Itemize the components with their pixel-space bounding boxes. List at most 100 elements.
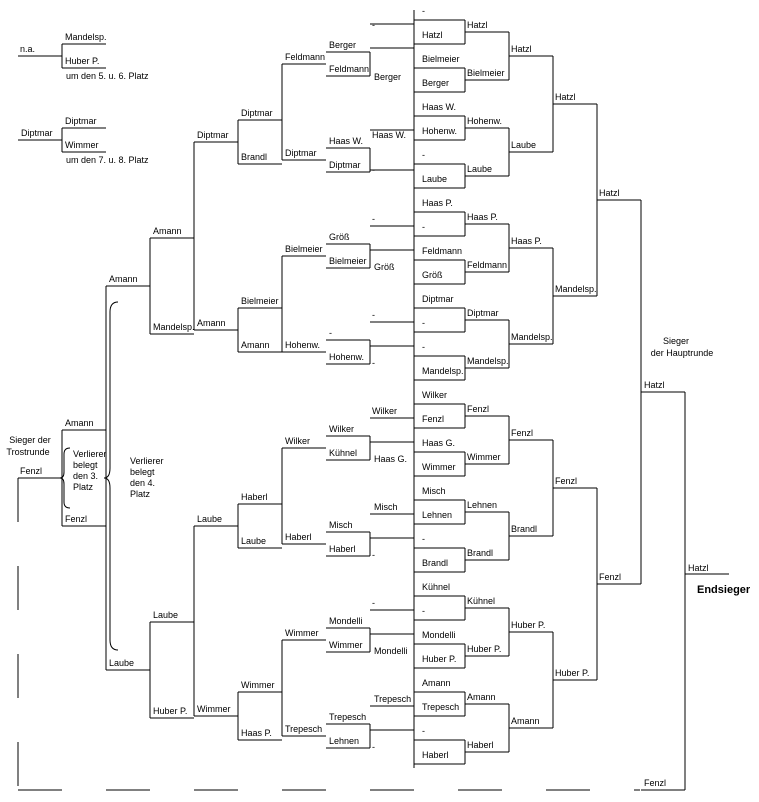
losers-r2-name: Wimmer bbox=[329, 640, 363, 650]
winners-r1-name: Mondelli bbox=[422, 630, 456, 640]
losers-r4-name: Haberl bbox=[241, 492, 268, 502]
winners-r1-name: Haas G. bbox=[422, 438, 455, 448]
winners-r1-name: - bbox=[422, 726, 425, 736]
winners-r2-name: Laube bbox=[467, 164, 492, 174]
losers-r2-name: Diptmar bbox=[329, 160, 361, 170]
winners-r1-name: - bbox=[422, 150, 425, 160]
losers-r3-name: Trepesch bbox=[285, 724, 322, 734]
losers-r1-name: Größ bbox=[374, 262, 395, 272]
winners-r3-name: Huber P. bbox=[511, 620, 545, 630]
losers-r3-name: Feldmann bbox=[285, 52, 325, 62]
winners-r3-name: Mandelsp. bbox=[511, 332, 553, 342]
winners-r1-name: Brandl bbox=[422, 558, 448, 568]
winners-r1-name: Trepesch bbox=[422, 702, 459, 712]
losers-r3-name: Hohenw. bbox=[285, 340, 320, 350]
losers-r3-name: Bielmeier bbox=[285, 244, 323, 254]
winners-r1-name: - bbox=[422, 342, 425, 352]
winners-r2-name: Haas P. bbox=[467, 212, 498, 222]
brace-3rd-place bbox=[59, 447, 71, 509]
winners-r1-name: Wilker bbox=[422, 390, 447, 400]
losers-r2-name: Feldmann bbox=[329, 64, 369, 74]
endsieger-label: Endsieger bbox=[697, 584, 751, 596]
losers-r4-name: Amann bbox=[241, 340, 270, 350]
winners-r1-name: Laube bbox=[422, 174, 447, 184]
losers-r1-name: Trepesch bbox=[374, 694, 411, 704]
trostrunde-winner-final-name: Fenzl bbox=[644, 778, 666, 788]
losers-r4-name: Bielmeier bbox=[241, 296, 279, 306]
losers-r1-name: Haas W. bbox=[372, 130, 406, 140]
winners-r2-name: Bielmeier bbox=[467, 68, 505, 78]
winners-r1-name: - bbox=[422, 318, 425, 328]
losers-r1-name: - bbox=[372, 550, 375, 560]
losers-r1-name: Haas G. bbox=[374, 454, 407, 464]
placement-top-name: Diptmar bbox=[65, 116, 97, 126]
losers-r1-name: Misch bbox=[374, 502, 398, 512]
placement-caption: um den 5. u. 6. Platz bbox=[66, 71, 149, 81]
winners-r2-name: Amann bbox=[467, 692, 496, 702]
losers-r7-name: Amann bbox=[109, 274, 138, 284]
losers-r5-name: Wimmer bbox=[197, 704, 231, 714]
winners-r2-name: Hatzl bbox=[467, 20, 488, 30]
winners-r1-name: Feldmann bbox=[422, 246, 462, 256]
losers-r6-name: Mandelsp. bbox=[153, 322, 195, 332]
winners-r1-name: - bbox=[422, 534, 425, 544]
winners-r2-name: Feldmann bbox=[467, 260, 507, 270]
losers-r6-name: Amann bbox=[153, 226, 182, 236]
losers-r1-name: - bbox=[372, 598, 375, 608]
losers-r2-name: Misch bbox=[329, 520, 353, 530]
losers-r1-name: - bbox=[372, 165, 375, 175]
winners-r4-name: Hatzl bbox=[555, 92, 576, 102]
losers-r5-name: Laube bbox=[197, 514, 222, 524]
placement-bottom-name: Wimmer bbox=[65, 140, 99, 150]
losers-r3-name: Wilker bbox=[285, 436, 310, 446]
losers-r1-name: - bbox=[372, 20, 375, 30]
brace-4th-place bbox=[103, 301, 119, 651]
losers-r2-name: Größ bbox=[329, 232, 350, 242]
placement-left-name: n.a. bbox=[20, 44, 35, 54]
losers-r1-name: Mondelli bbox=[374, 646, 408, 656]
losers-r4-name: Wimmer bbox=[241, 680, 275, 690]
winners-r1-name: Huber P. bbox=[422, 654, 456, 664]
winners-r1-name: Mandelsp. bbox=[422, 366, 464, 376]
losers-r4-name: Laube bbox=[241, 536, 266, 546]
winners-r1-name: Haas W. bbox=[422, 102, 456, 112]
losers-r8-name: Amann bbox=[65, 418, 94, 428]
winners-r2-name: Mandelsp. bbox=[467, 356, 509, 366]
losers-r8-name: Fenzl bbox=[65, 514, 87, 524]
final-winner-name: Hatzl bbox=[688, 563, 709, 573]
losers-r2-name: Mondelli bbox=[329, 616, 363, 626]
winners-r3-name: Haas P. bbox=[511, 236, 542, 246]
losers-r4-name: Haas P. bbox=[241, 728, 272, 738]
winners-r1-name: Größ bbox=[422, 270, 443, 280]
winners-r3-name: Laube bbox=[511, 140, 536, 150]
winners-r2-name: Huber P. bbox=[467, 644, 501, 654]
losers-r5-name: Amann bbox=[197, 318, 226, 328]
winners-r3-name: Fenzl bbox=[511, 428, 533, 438]
losers-r2-name: Lehnen bbox=[329, 736, 359, 746]
winners-r4-name: Huber P. bbox=[555, 668, 589, 678]
losers-r1-name: - bbox=[372, 310, 375, 320]
winners-r4-name: Fenzl bbox=[555, 476, 577, 486]
losers-r4-name: Brandl bbox=[241, 152, 267, 162]
winners-r3-name: Hatzl bbox=[511, 44, 532, 54]
winners-r1-name: Kühnel bbox=[422, 582, 450, 592]
losers-r1-name: - bbox=[372, 742, 375, 752]
losers-r2-name: Hohenw. bbox=[329, 352, 364, 362]
winners-r1-name: Diptmar bbox=[422, 294, 454, 304]
hauptrunde-winner-name: Hatzl bbox=[644, 380, 665, 390]
winners-r1-name: - bbox=[422, 606, 425, 616]
losers-r1-name: - bbox=[372, 214, 375, 224]
winners-r3-name: Amann bbox=[511, 716, 540, 726]
winners-r2-name: Fenzl bbox=[467, 404, 489, 414]
losers-r6-name: Laube bbox=[153, 610, 178, 620]
winners-r2-name: Lehnen bbox=[467, 500, 497, 510]
winners-r1-name: Hohenw. bbox=[422, 126, 457, 136]
winners-r1-name: Fenzl bbox=[422, 414, 444, 424]
winners-r2-name: Hohenw. bbox=[467, 116, 502, 126]
winners-r1-name: - bbox=[422, 222, 425, 232]
winners-r1-name: Haas P. bbox=[422, 198, 453, 208]
